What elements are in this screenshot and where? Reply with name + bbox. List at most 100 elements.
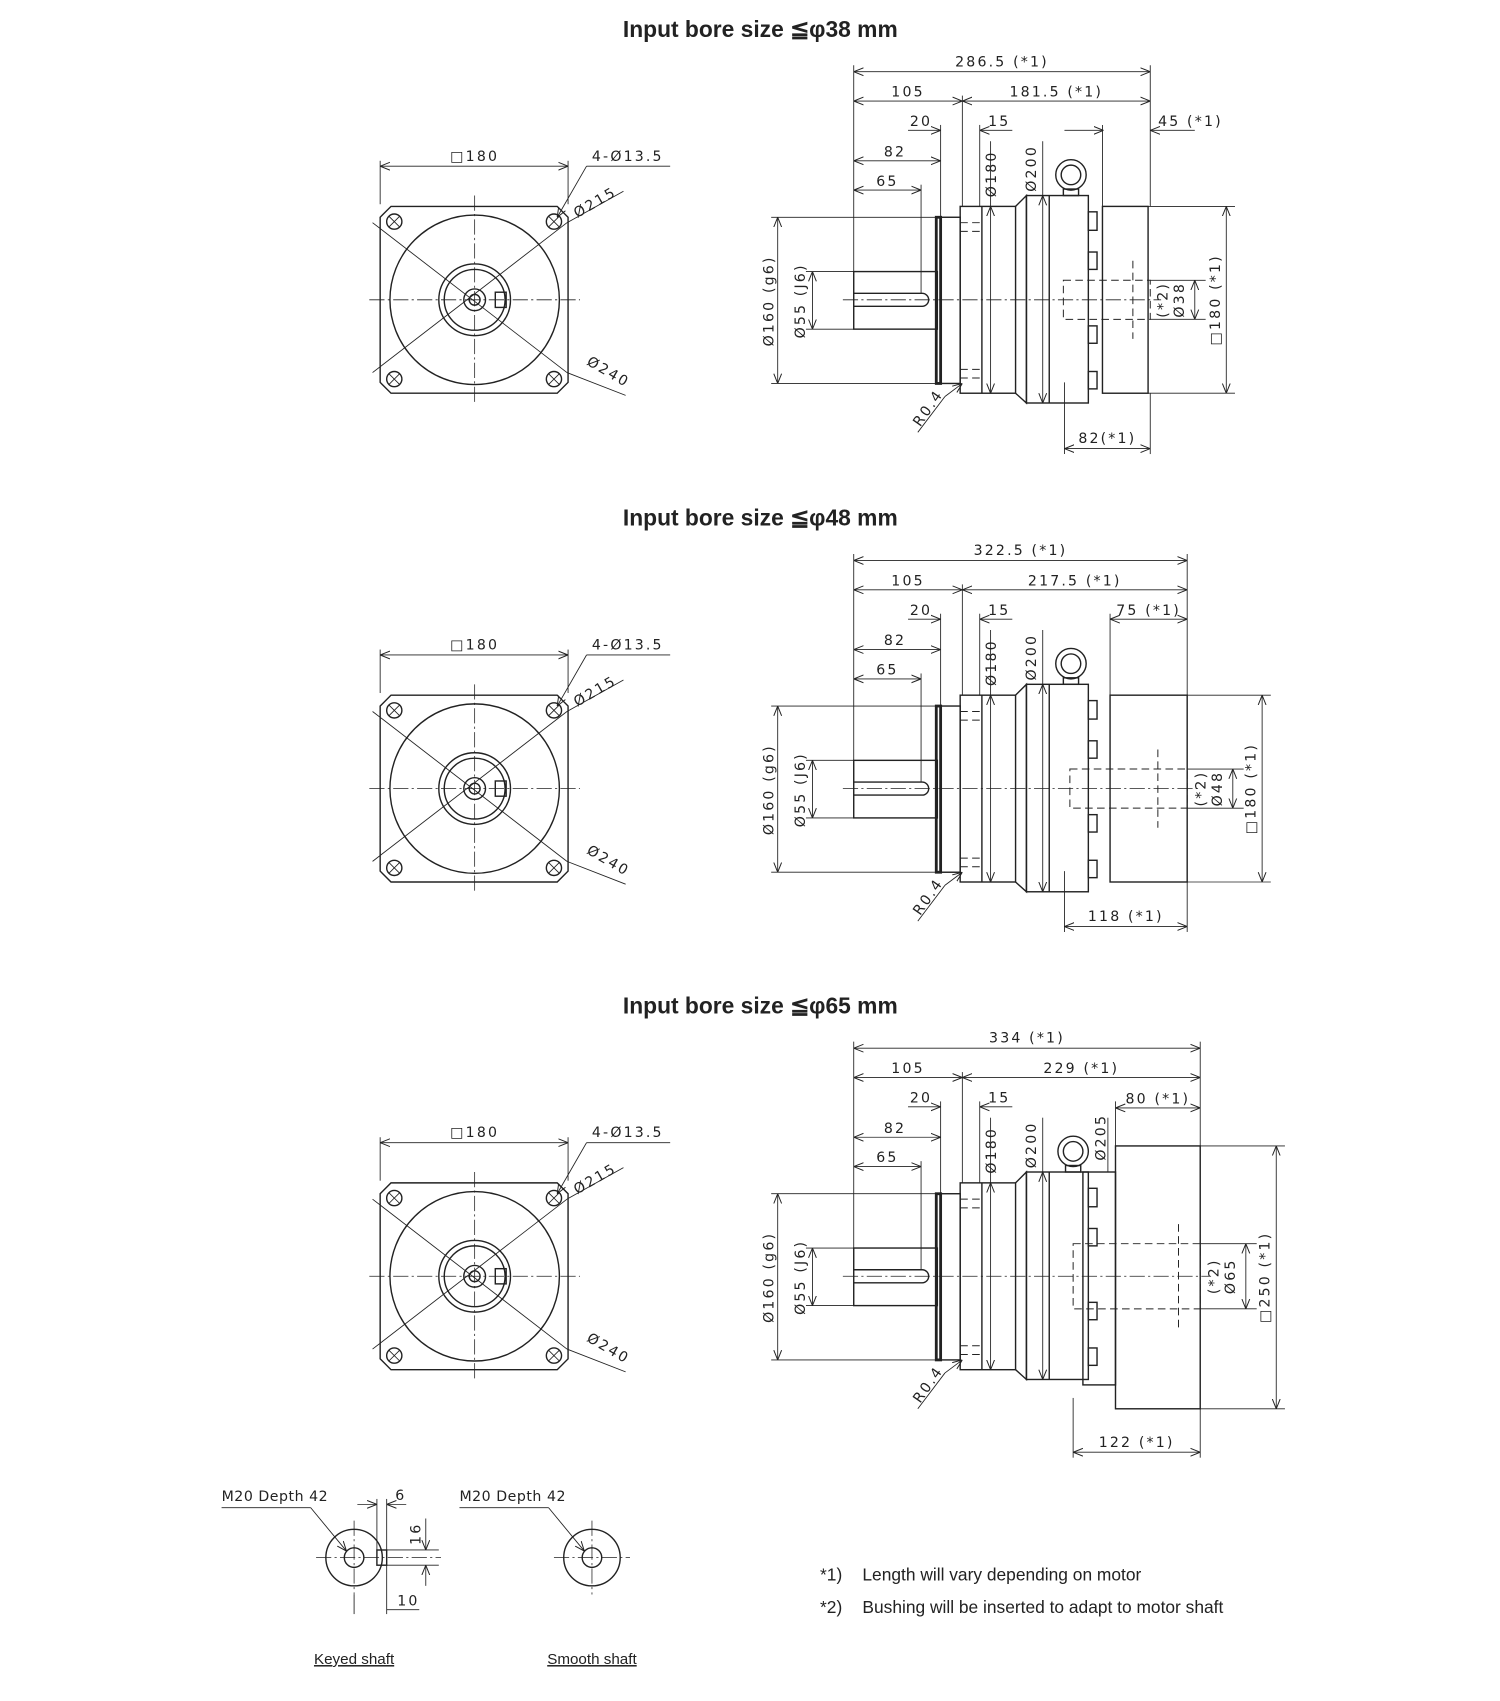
leader-line [566,190,624,224]
dimension-label: Ø200 [1024,145,1040,192]
section-title: Input bore size ≦φ38 mm [623,16,898,42]
hole-cross [388,862,401,874]
housing-body [1025,683,1090,893]
eye-bolt-ring [1057,1135,1090,1168]
bolt-head [1087,370,1098,390]
dimension-label: R0.4 [910,1363,947,1406]
dimension-label: 65 [876,174,898,190]
dimension-label: 15 [988,603,1010,619]
leader-line [944,1360,962,1374]
dimension-label: 334 (*1) [989,1031,1065,1047]
dimension-label: 105 [891,1061,924,1077]
bolt-head [1087,251,1098,271]
key-depth-label: 10 [397,1593,419,1609]
leader-line [566,679,624,712]
bolt-hole [545,859,563,877]
bolt-hole [385,1347,403,1364]
bolt-hole [385,213,403,230]
eye-bolt-ring [1060,653,1082,675]
housing-body [1025,1171,1090,1381]
dimension-label: 45 (*1) [1158,114,1223,130]
output-shaft [853,270,939,330]
shaft-caption: Keyed shaft [314,1651,395,1668]
dimension-label: □180 [450,1125,499,1141]
bolt-head [1087,699,1098,720]
key-width-label: 6 [395,1488,406,1504]
flange-pilot [939,216,961,385]
eye-bolt-ring [1055,158,1087,191]
dimension-label: 4-Ø13.5 [592,149,664,165]
dimension-label: Ø205 [1094,1114,1110,1161]
dimension-label: R0.4 [910,387,947,430]
dimension-label: Ø180 [984,639,1000,686]
leader-line [917,884,946,922]
bolt-hole [385,702,403,719]
note-mark: *1) [820,1564,842,1584]
dimension-label: Ø48 [1210,771,1226,807]
bolt-head [1087,1187,1098,1208]
bolt-head [1087,1301,1098,1321]
bolt-hole [545,1189,563,1207]
leader-line [566,1167,624,1200]
dimension-label: 82 [884,633,906,649]
pcd-line [372,1198,568,1350]
dimension-label: 20 [910,114,932,130]
dimension-label: Ø240 [584,354,632,391]
housing-body [1025,194,1090,404]
dimension-label: 118 (*1) [1088,909,1164,925]
dimension-label: Ø200 [1024,1121,1040,1168]
dimension-label: Ø215 [571,184,619,221]
dimension-label: Ø240 [584,843,632,880]
dimension-label: 217.5 (*1) [1028,573,1122,589]
bolt-hole [385,370,403,388]
leader-line [917,396,946,433]
motor-adapter [1114,1145,1201,1410]
eye-bolt-base [1062,677,1080,686]
flange-pilot [939,705,961,873]
pcd-line [372,222,568,373]
leader-line [310,1507,347,1551]
bolt-head [1087,859,1098,879]
hole-cross [388,373,401,385]
dimension-label: 322.5 (*1) [974,543,1068,559]
hole-cross [548,1349,560,1362]
dimension-label: 65 [876,1150,898,1166]
dimension-label: Ø180 [984,150,1000,197]
eye-bolt-ring [1062,1140,1084,1162]
dimension-label: 82 [884,1121,906,1137]
dimension-label: □180 [450,149,499,165]
housing-taper [1015,193,1028,405]
dimension-label: Ø215 [571,1161,619,1198]
dimension-label: □180 (*1) [1208,254,1224,345]
dimension-label: (*2) [1194,771,1210,807]
leader-line [557,165,587,217]
output-shaft [853,1247,939,1307]
bolt-hole [545,213,563,230]
leader-line [557,654,587,706]
leader-line [557,1142,587,1194]
bolt-hole [545,702,563,719]
dimension-label: 75 (*1) [1116,603,1181,619]
note-text: Bushing will be inserted to adapt to mot… [862,1597,1223,1617]
eye-bolt-base [1062,188,1080,197]
section-title: Input bore size ≦φ48 mm [623,505,898,531]
hole-cross [388,1192,401,1204]
leader-line [548,1507,585,1551]
dimension-label: R0.4 [910,876,947,919]
dimension-label: 20 [910,1090,932,1106]
dimension-label: 229 (*1) [1043,1061,1119,1077]
leader-line [566,860,626,885]
dimension-label: □180 [450,638,499,654]
dimension-label: (*2) [1156,282,1172,318]
dimension-label: 82 [884,144,906,160]
bolt-head [1087,813,1098,833]
pcd-line [372,711,568,862]
bolt-head [1087,1347,1098,1367]
dimension-label: Ø180 [984,1127,1000,1174]
hole-cross [388,1349,401,1362]
